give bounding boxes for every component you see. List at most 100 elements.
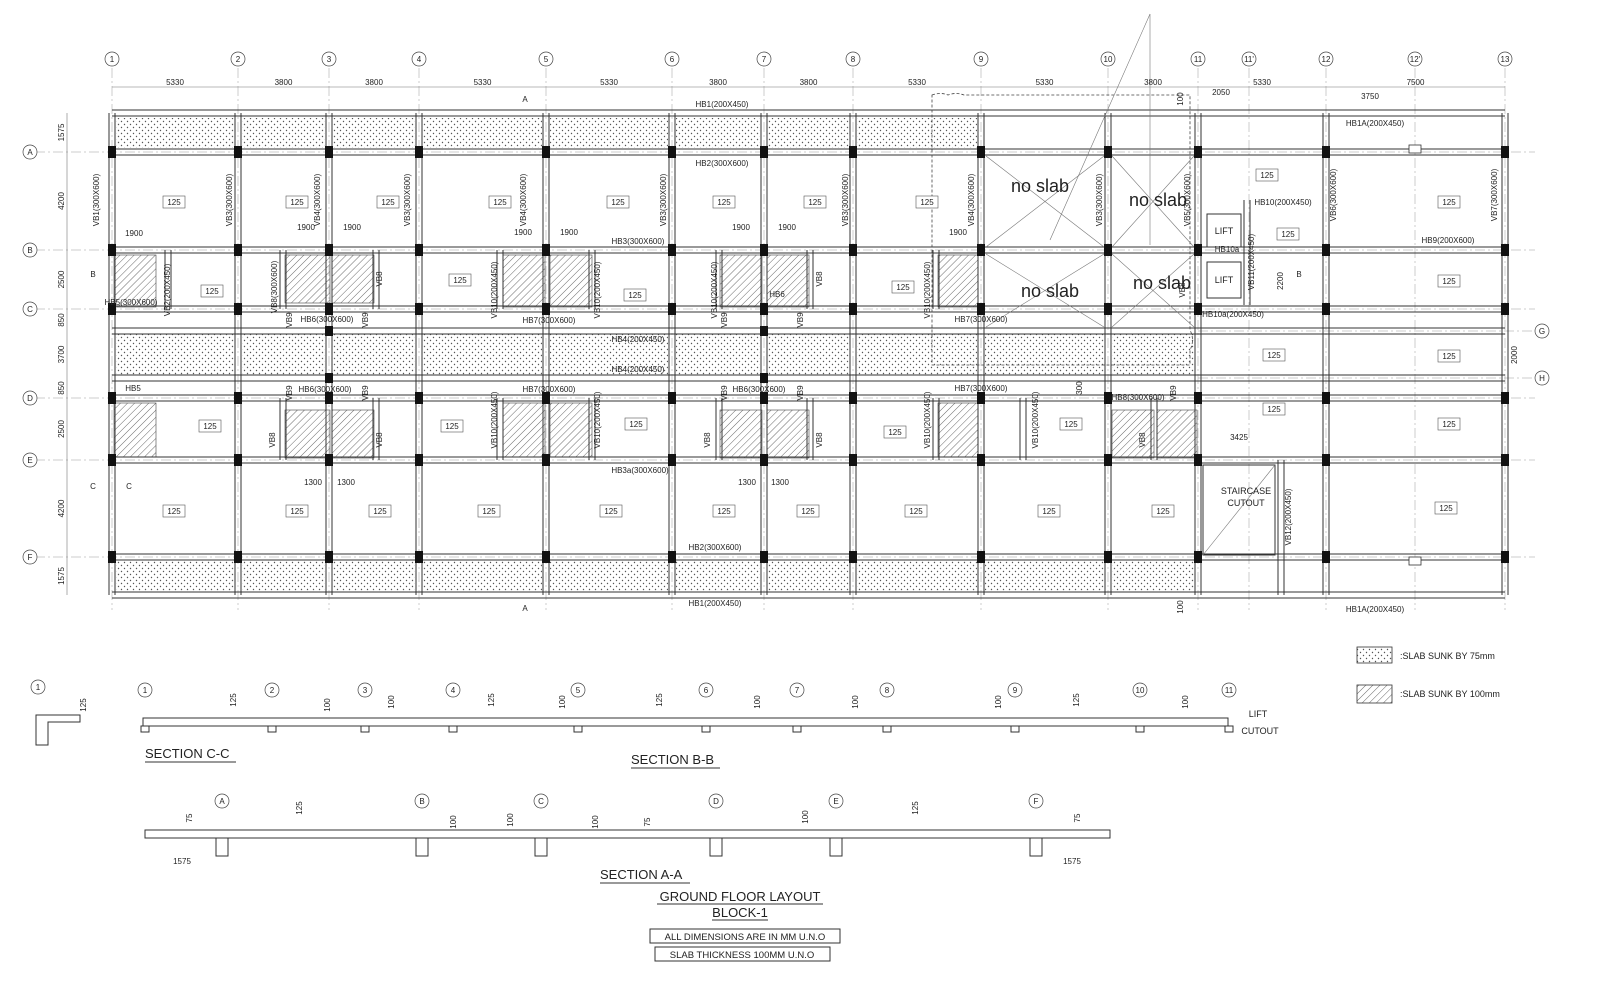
column bbox=[325, 392, 333, 404]
section-thickness-label: 100 bbox=[994, 695, 1003, 709]
section-thickness-label: 125 bbox=[1072, 693, 1081, 707]
sunk-100-zone bbox=[549, 402, 593, 458]
slab-tag-box bbox=[1059, 417, 1083, 431]
horizontal-beam-label: HB1(200X450) bbox=[696, 100, 749, 109]
horizontal-beam-label: HB5(300X600) bbox=[105, 298, 158, 307]
horizontal-beam-label: HB6(300X600) bbox=[299, 385, 352, 394]
column bbox=[542, 244, 550, 256]
column bbox=[1194, 244, 1202, 256]
row-spacing: 2500 bbox=[57, 420, 66, 438]
column-spacing: 5330 bbox=[1253, 78, 1271, 87]
sunk-100-zone bbox=[113, 402, 157, 458]
lift-cutout-label: LIFT bbox=[1249, 709, 1268, 719]
dimension-2050: 2050 bbox=[1212, 88, 1230, 97]
vertical-beam-label: VB8 bbox=[1138, 432, 1147, 448]
slab-tag-box bbox=[1037, 504, 1061, 518]
slab-tag-box bbox=[1437, 417, 1461, 431]
column bbox=[1501, 551, 1509, 563]
beam-end bbox=[1408, 144, 1422, 154]
section-grid-label: F bbox=[1034, 797, 1039, 806]
sunk-100-zone bbox=[502, 254, 546, 308]
section-grid-bubble bbox=[828, 793, 844, 809]
slab-tag-box bbox=[1434, 501, 1458, 515]
section-grid-bubble bbox=[698, 682, 714, 698]
sunk-75-bottom bbox=[116, 561, 234, 591]
title-block: GROUND FLOOR LAYOUT BLOCK-1 ALL DIMENSIO… bbox=[649, 889, 841, 962]
grid-bubble-label: 7 bbox=[762, 55, 767, 64]
horizontal-beam-label: HB8(300X600) bbox=[1112, 393, 1165, 402]
column bbox=[234, 551, 242, 563]
sunk-75-top bbox=[768, 118, 849, 148]
slab-tag-box bbox=[1437, 274, 1461, 288]
column bbox=[1104, 146, 1112, 158]
grid-bubble-label: 11' bbox=[1244, 55, 1254, 64]
section-grid-label: 10 bbox=[1136, 686, 1145, 695]
horizontal-beam-label: HB7(300X600) bbox=[523, 385, 576, 394]
slab-tag-box bbox=[162, 195, 186, 209]
legend-hatched-swatch bbox=[1356, 684, 1393, 704]
sunk-100-zone bbox=[766, 254, 810, 308]
column bbox=[1322, 244, 1330, 256]
grid-bubble-label: F bbox=[28, 553, 33, 562]
grid-bubble-label: B bbox=[27, 246, 32, 255]
sunk-75-mid bbox=[985, 333, 1104, 375]
horizontal-beam-label: HB2(300X600) bbox=[696, 159, 749, 168]
vertical-beam-label: VB9 bbox=[796, 312, 805, 328]
column bbox=[1104, 551, 1112, 563]
slab-tag-box bbox=[891, 280, 915, 294]
horizontal-beam-label: HB6 bbox=[769, 290, 785, 299]
column bbox=[108, 551, 116, 563]
sunk-75-bottom bbox=[768, 561, 849, 591]
vertical-beam-label: VB9 bbox=[361, 385, 370, 401]
column bbox=[760, 551, 768, 563]
column-spacing: 3800 bbox=[709, 78, 727, 87]
grid-bubble bbox=[22, 549, 38, 565]
slab-tag: 125 bbox=[888, 428, 902, 437]
slab-tag-box bbox=[1437, 349, 1461, 363]
slab-tag-box bbox=[803, 195, 827, 209]
dimension-1900: 1900 bbox=[514, 228, 532, 237]
grid-bubble-label: 6 bbox=[670, 55, 675, 64]
sunk-75-bottom bbox=[333, 561, 415, 591]
horizontal-beam-label: HB4(200X450) bbox=[612, 365, 665, 374]
column bbox=[415, 454, 423, 466]
section-grid-bubble bbox=[789, 682, 805, 698]
column bbox=[1322, 146, 1330, 158]
column-spacing: 5330 bbox=[474, 78, 492, 87]
section-grid-bubble bbox=[570, 682, 586, 698]
grid-bubble bbox=[1190, 51, 1206, 67]
grid-bubble bbox=[1318, 51, 1334, 67]
column bbox=[234, 146, 242, 158]
sunk-75-top bbox=[676, 118, 760, 148]
section-thickness-label: 100 bbox=[323, 698, 332, 712]
dimension-100: 100 bbox=[1176, 92, 1185, 106]
sunk-75-bottom bbox=[857, 561, 977, 591]
dimension-100: 100 bbox=[1176, 600, 1185, 614]
column bbox=[760, 326, 768, 336]
sunk-75-bottom bbox=[676, 561, 760, 591]
row-spacing: 850 bbox=[57, 313, 66, 327]
slab-tag-box bbox=[712, 195, 736, 209]
section-grid-label: 3 bbox=[363, 686, 368, 695]
column bbox=[1501, 146, 1509, 158]
slab-tag: 125 bbox=[167, 198, 181, 207]
section-grid-bubble bbox=[30, 679, 46, 695]
grid-lines bbox=[35, 68, 1535, 610]
section-beam-drop bbox=[829, 837, 843, 857]
section-thickness-label: 100 bbox=[506, 813, 515, 827]
vertical-beam-label: VB8(300X600) bbox=[270, 260, 279, 313]
row-spacing: 850 bbox=[57, 381, 66, 395]
dimension-1300: 1300 bbox=[738, 478, 756, 487]
horizontal-beam-label: HB6(300X600) bbox=[301, 315, 354, 324]
section-thickness-label: 125 bbox=[487, 693, 496, 707]
grid-bubble bbox=[22, 452, 38, 468]
vertical-beam-label: VB10(200X450) bbox=[593, 261, 602, 318]
section-grid-label: 7 bbox=[795, 686, 800, 695]
column bbox=[108, 454, 116, 466]
slab-tag: 125 bbox=[445, 422, 459, 431]
vertical-beam-label: VB3(300X600) bbox=[841, 173, 850, 226]
grid-bubble-label: 9 bbox=[979, 55, 984, 64]
section-grid-bubble bbox=[137, 682, 153, 698]
section-grid-label: D bbox=[713, 797, 719, 806]
